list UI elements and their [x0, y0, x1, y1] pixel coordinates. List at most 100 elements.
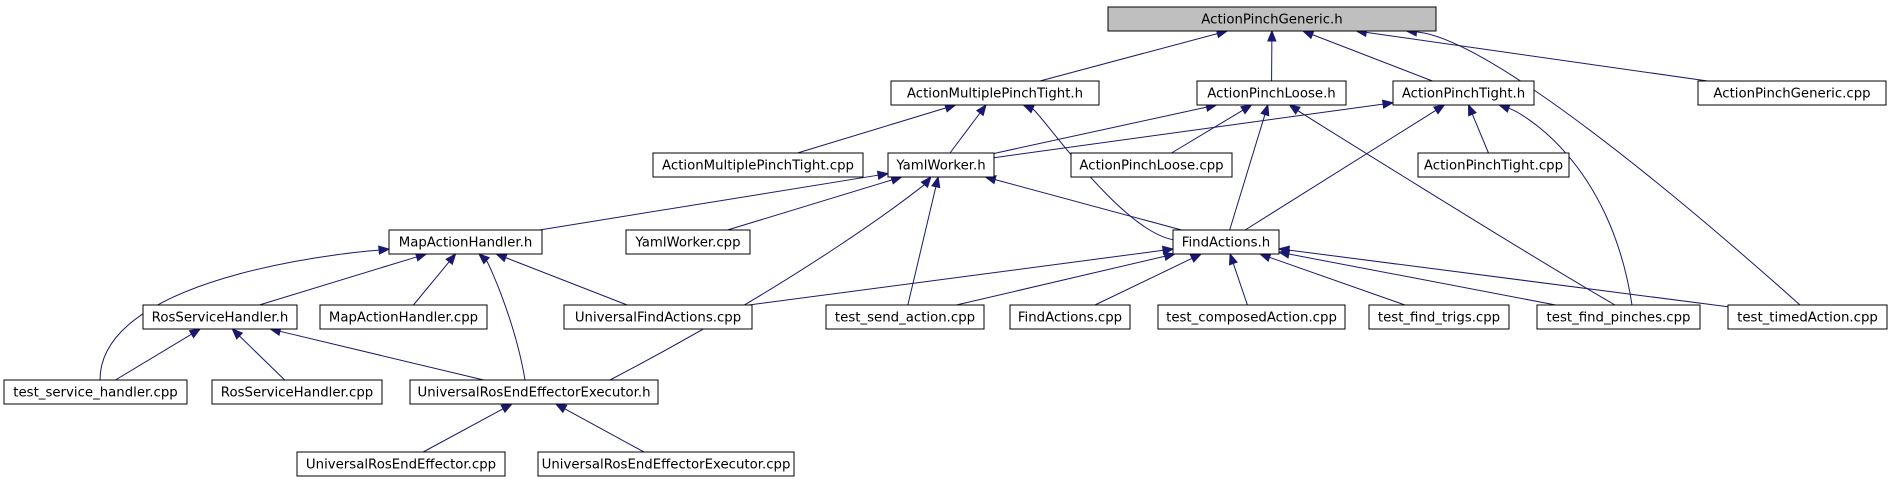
edge-rsh_h-to-mah_h	[259, 252, 428, 306]
node-box[interactable]	[1157, 304, 1346, 330]
edge-arrowhead	[1288, 104, 1301, 115]
node-apg-cpp[interactable]: ActionPinchGeneric.cpp	[1697, 80, 1887, 106]
node-ampt-h[interactable]: ActionMultiplePinchTight.h	[890, 80, 1100, 106]
node-box[interactable]	[1070, 152, 1233, 178]
edge-arrowhead	[1467, 103, 1477, 117]
node-apg-h[interactable]: ActionPinchGeneric.h	[1107, 6, 1437, 32]
node-label: ActionMultiplePinchTight.cpp	[662, 159, 854, 174]
edge-line	[1244, 109, 1437, 231]
edge-line	[422, 408, 504, 453]
edge-line	[279, 330, 484, 381]
edge-line	[1288, 253, 1556, 306]
node-yw-cpp[interactable]: YamlWorker.cpp	[625, 229, 751, 255]
node-box[interactable]	[142, 304, 298, 330]
edge-line	[1229, 114, 1266, 231]
node-box[interactable]	[1697, 80, 1887, 106]
node-box[interactable]	[319, 304, 488, 330]
node-apl-h[interactable]: ActionPinchLoose.h	[1196, 80, 1347, 106]
node-uree-cpp[interactable]: UniversalRosEndEffector.cpp	[296, 451, 506, 477]
node-box[interactable]	[388, 229, 543, 255]
node-label: YamlWorker.cpp	[634, 236, 740, 251]
edge-arrowhead	[931, 175, 941, 189]
node-label: test_find_trigs.cpp	[1378, 311, 1500, 326]
node-box[interactable]	[887, 152, 995, 178]
edge-line	[1508, 107, 1633, 306]
edge-fa_h-to-apl_h	[1229, 103, 1270, 231]
node-box[interactable]	[1196, 80, 1347, 106]
edge-mah_h-to-yw_h	[539, 170, 890, 231]
edge-line	[949, 112, 981, 154]
node-yw-h[interactable]: YamlWorker.h	[887, 152, 995, 178]
node-box[interactable]	[1536, 304, 1701, 330]
node-ampt-cpp[interactable]: ActionMultiplePinchTight.cpp	[652, 152, 864, 178]
node-label: test_find_pinches.cpp	[1547, 311, 1691, 326]
node-ufa-cpp[interactable]: UniversalFindActions.cpp	[563, 304, 753, 330]
edge-tca_cpp-to-fa_h	[1228, 252, 1248, 306]
node-box[interactable]	[1392, 80, 1535, 106]
edge-line	[1094, 257, 1193, 306]
node-box[interactable]	[211, 379, 383, 405]
edge-line	[1416, 31, 1801, 306]
node-label: ActionPinchLoose.cpp	[1079, 159, 1223, 174]
edge-line	[748, 249, 1164, 306]
node-box[interactable]	[652, 152, 864, 178]
node-box[interactable]	[625, 229, 751, 255]
edge-apl_h-to-apg_h	[1267, 29, 1277, 82]
edge-fa_h-to-apt_h	[1244, 104, 1446, 231]
edge-ampt_cpp-to-ampt_h	[797, 103, 957, 154]
node-tsh-cpp[interactable]: test_service_handler.cpp	[3, 379, 188, 405]
edge-line	[259, 256, 417, 306]
node-uree-h[interactable]: UniversalRosEndEffectorExecutor.h	[409, 379, 659, 405]
node-tfp-cpp[interactable]: test_find_pinches.cpp	[1536, 304, 1701, 330]
node-tft-cpp[interactable]: test_find_trigs.cpp	[1368, 304, 1510, 330]
node-box[interactable]	[563, 304, 753, 330]
edge-line	[486, 260, 526, 381]
node-apt-cpp[interactable]: ActionPinchTight.cpp	[1417, 152, 1570, 178]
node-fa-cpp[interactable]: FindActions.cpp	[1009, 304, 1131, 330]
node-box[interactable]	[1009, 304, 1131, 330]
node-tca-cpp[interactable]: test_composedAction.cpp	[1157, 304, 1346, 330]
node-box[interactable]	[409, 379, 659, 405]
edge-line	[1471, 114, 1489, 154]
node-label: ActionPinchGeneric.cpp	[1713, 87, 1870, 102]
edge-uree_h-to-rsh_h	[268, 326, 484, 381]
edge-arrowhead	[231, 328, 244, 340]
edge-line	[1232, 263, 1248, 306]
node-label: UniversalRosEndEffector.cpp	[306, 458, 496, 473]
edge-line	[993, 106, 1207, 154]
node-mah-h[interactable]: MapActionHandler.h	[388, 229, 543, 255]
edge-arrowhead	[1228, 252, 1238, 266]
node-rsh-h[interactable]: RosServiceHandler.h	[142, 304, 298, 330]
node-rsh-cpp[interactable]: RosServiceHandler.cpp	[211, 379, 383, 405]
node-box[interactable]	[537, 451, 795, 477]
node-box[interactable]	[3, 379, 188, 405]
node-apt-h[interactable]: ActionPinchTight.h	[1392, 80, 1535, 106]
edge-arrowhead	[975, 103, 987, 117]
node-fa-h[interactable]: FindActions.h	[1172, 229, 1280, 255]
node-mah-cpp[interactable]: MapActionHandler.cpp	[319, 304, 488, 330]
node-box[interactable]	[1368, 304, 1510, 330]
edge-tta_cpp-to-fa_h	[1277, 245, 1729, 308]
node-box[interactable]	[296, 451, 506, 477]
edge-arrowhead	[1260, 103, 1270, 117]
edge-arrowhead	[495, 253, 508, 263]
node-box[interactable]	[1727, 304, 1888, 330]
edge-line	[797, 107, 947, 154]
node-label: test_timedAction.cpp	[1737, 311, 1878, 326]
node-box[interactable]	[1172, 229, 1280, 255]
node-label: RosServiceHandler.cpp	[221, 386, 373, 401]
node-ureex-cpp[interactable]: UniversalRosEndEffectorExecutor.cpp	[537, 451, 795, 477]
edge-line	[1288, 249, 1729, 308]
edge-line	[994, 179, 1182, 231]
node-apl-cpp[interactable]: ActionPinchLoose.cpp	[1070, 152, 1233, 178]
node-tta-cpp[interactable]: test_timedAction.cpp	[1727, 304, 1888, 330]
node-box[interactable]	[890, 80, 1100, 106]
node-tsa-cpp[interactable]: test_send_action.cpp	[825, 304, 985, 330]
node-box[interactable]	[825, 304, 985, 330]
edge-tfp_cpp-to-fa_h	[1277, 249, 1556, 306]
node-box[interactable]	[1417, 152, 1570, 178]
edge-tsa_cpp-to-yw_h	[907, 175, 941, 306]
node-label: MapActionHandler.h	[399, 236, 533, 251]
node-box[interactable]	[1107, 6, 1437, 32]
